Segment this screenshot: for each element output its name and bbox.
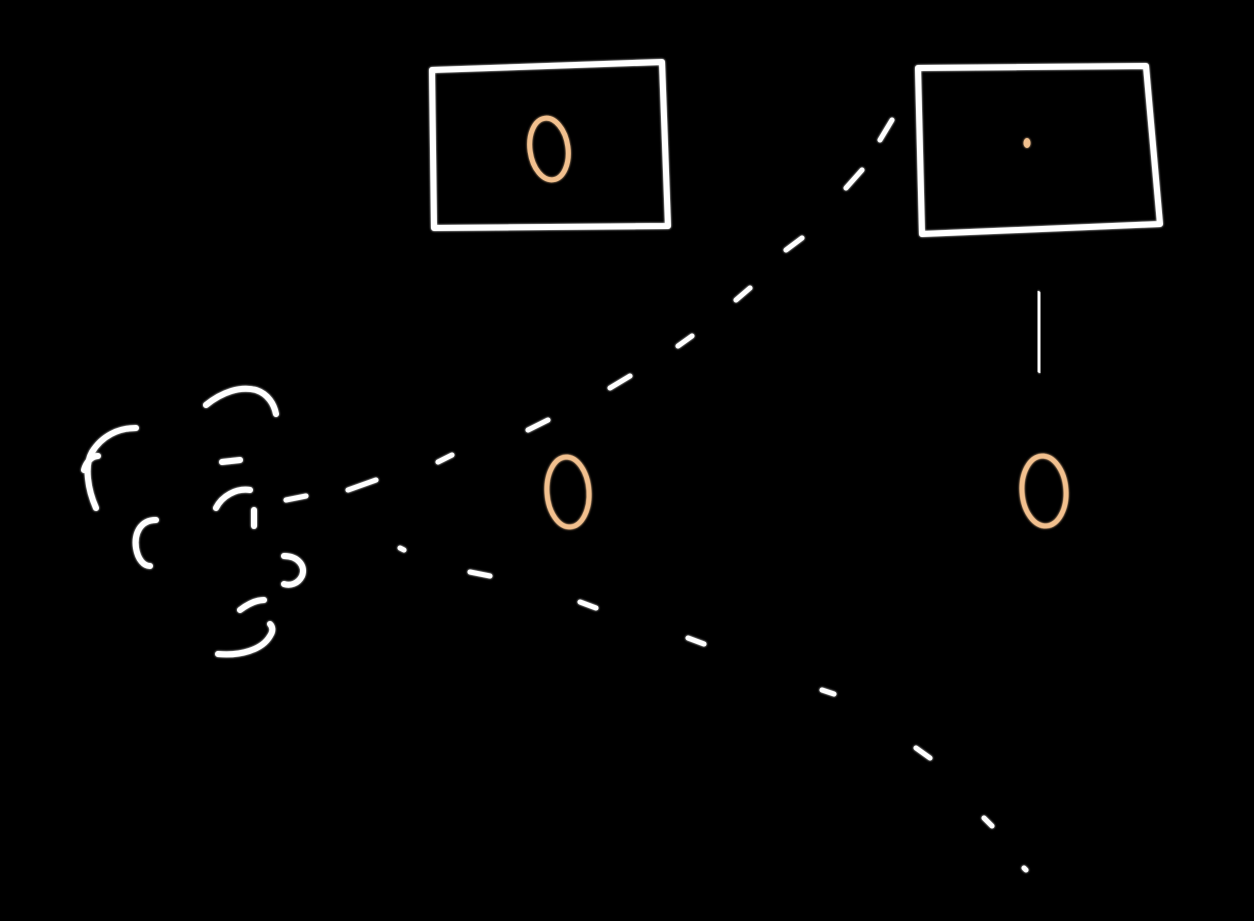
forehead-stroke (219, 457, 243, 465)
sight-line-lower (397, 545, 1029, 873)
chin-stroke (215, 621, 276, 658)
right-connector (1035, 291, 1043, 373)
ear-stroke (132, 517, 159, 569)
mouth-stroke (237, 597, 267, 613)
right-box (915, 63, 1163, 237)
hair-stroke (203, 385, 279, 417)
left-box-ellipse-icon (527, 115, 571, 183)
head-back-stroke (84, 425, 139, 511)
left-bottom-ellipse-icon (544, 454, 592, 530)
sight-line-upper (283, 117, 895, 503)
right-box-dot-icon (1023, 138, 1031, 148)
eye-stroke (213, 486, 253, 511)
face-profile-icon (81, 385, 306, 658)
right-bottom-ellipse-icon (1019, 453, 1069, 529)
nose-stroke (281, 553, 306, 588)
head-back-small-stroke (81, 453, 101, 473)
left-box (429, 59, 671, 231)
